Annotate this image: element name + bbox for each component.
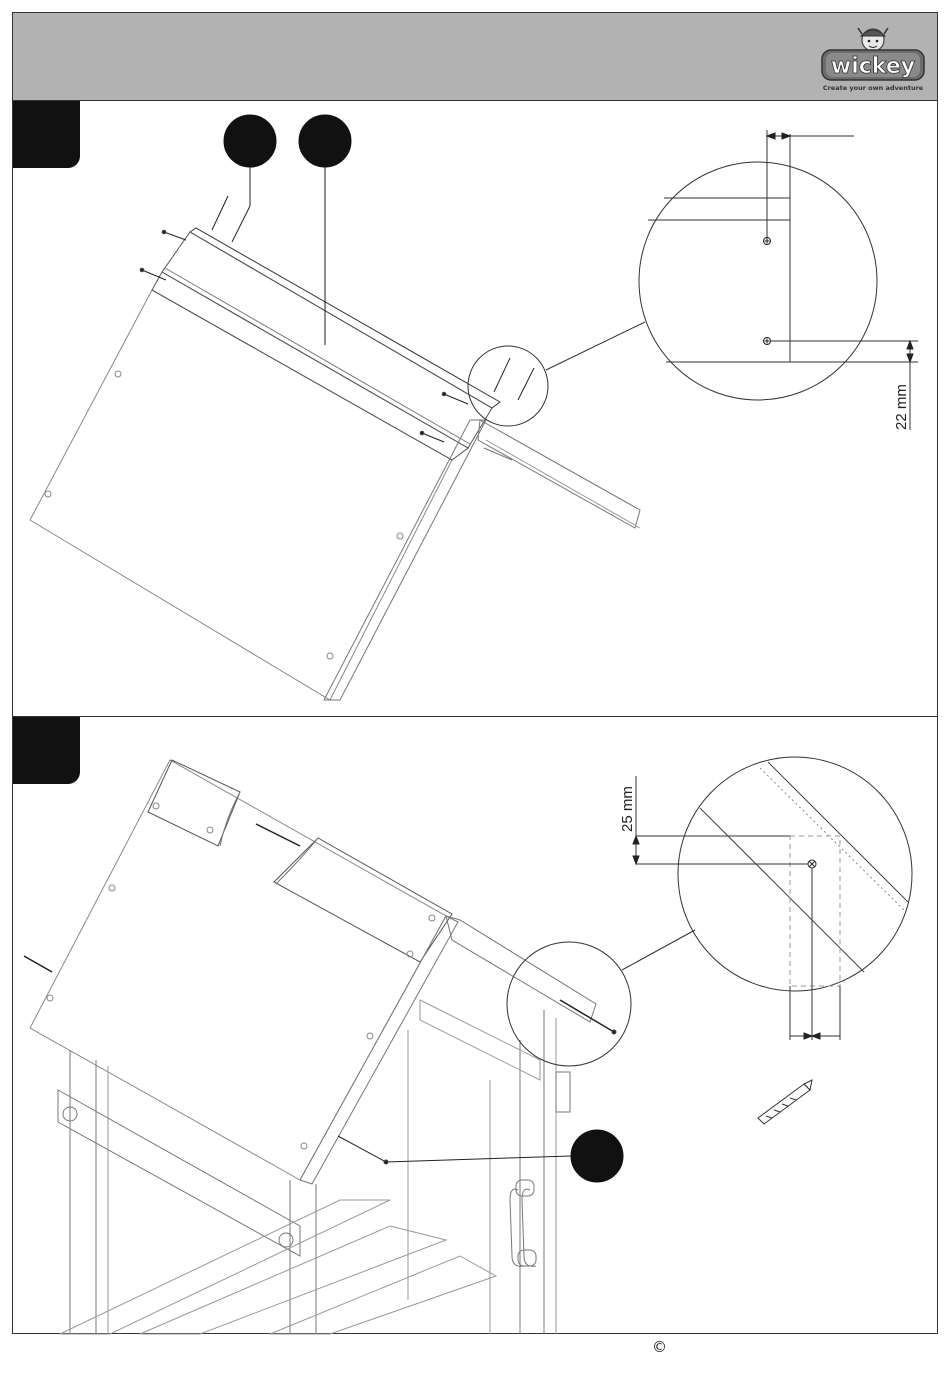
drill-bit-icon	[758, 1080, 812, 1124]
copyright-symbol: ©	[652, 1338, 667, 1356]
step-2-illustration	[24, 757, 912, 1334]
dimension-label-22mm: 22 mm	[893, 384, 910, 430]
dimension-label-25mm: 25 mm	[619, 786, 636, 832]
step-1-illustration	[30, 115, 918, 700]
